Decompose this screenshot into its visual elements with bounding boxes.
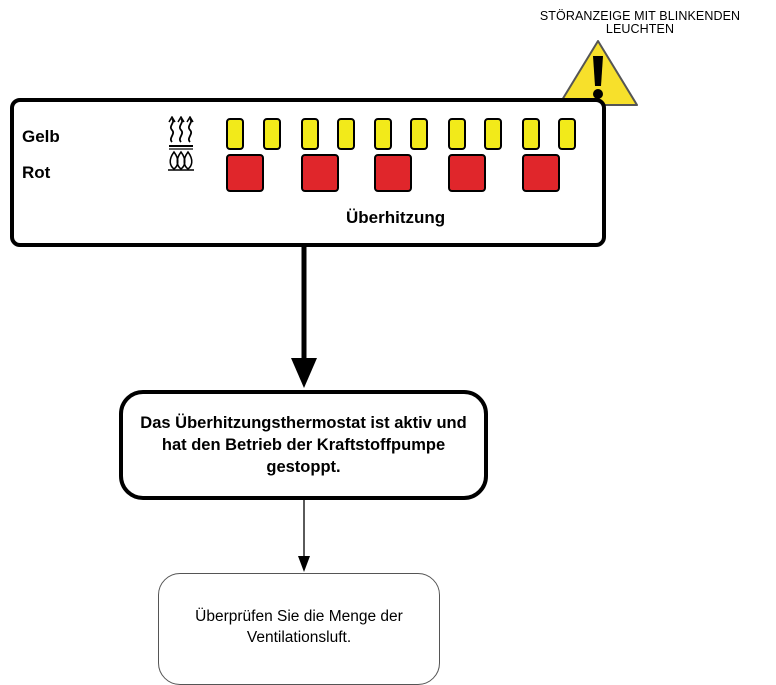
heater-icon bbox=[168, 116, 194, 171]
cause-box: Das Überhitzungsthermostat ist aktiv und… bbox=[119, 390, 488, 500]
yellow-led bbox=[301, 118, 319, 150]
yellow-label: Gelb bbox=[22, 127, 60, 146]
yellow-led bbox=[337, 118, 355, 150]
yellow-led bbox=[448, 118, 466, 150]
cause-text: Das Überhitzungsthermostat ist aktiv und… bbox=[140, 414, 467, 476]
yellow-led bbox=[410, 118, 428, 150]
overheat-status-label: Überhitzung bbox=[346, 208, 446, 227]
red-led bbox=[374, 154, 412, 192]
arrow-head-thick bbox=[291, 358, 317, 388]
red-led bbox=[522, 154, 560, 192]
yellow-led bbox=[226, 118, 244, 150]
red-led bbox=[448, 154, 486, 192]
yellow-led bbox=[263, 118, 281, 150]
yellow-led bbox=[484, 118, 502, 150]
arrow-head-thin bbox=[298, 556, 310, 572]
red-label: Rot bbox=[22, 163, 51, 182]
action-text: Überprüfen Sie die Menge der Ventilation… bbox=[195, 608, 403, 646]
action-box: Überprüfen Sie die Menge der Ventilation… bbox=[158, 573, 440, 685]
yellow-led bbox=[374, 118, 392, 150]
yellow-led bbox=[522, 118, 540, 150]
indicator-panel: Gelb Rot Überhitzung bbox=[10, 98, 606, 247]
warning-caption: STÖRANZEIGE MIT BLINKENDEN LEUCHTEN bbox=[539, 9, 741, 36]
red-led bbox=[301, 154, 339, 192]
yellow-led bbox=[558, 118, 576, 150]
red-led bbox=[226, 154, 264, 192]
